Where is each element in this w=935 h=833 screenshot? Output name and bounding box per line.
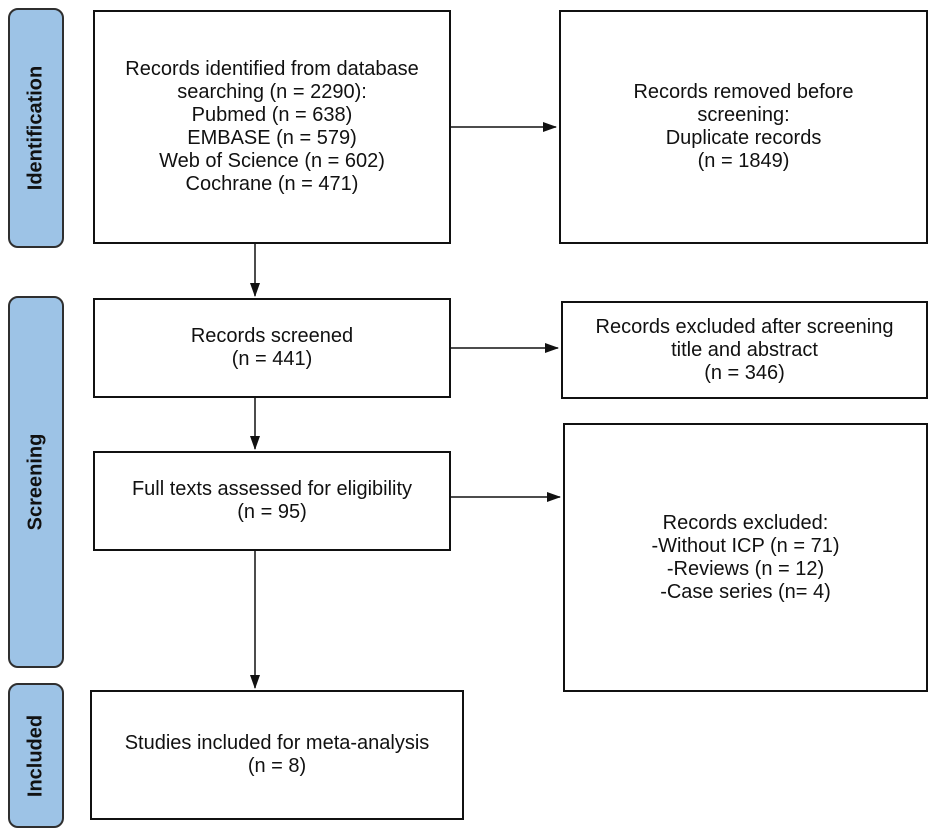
studies-included-box: Studies included for meta-analysis (n = … — [90, 690, 464, 820]
records-removed-line-4: (n = 1849) — [697, 150, 790, 172]
phase-screening: Screening — [8, 296, 64, 668]
records-excluded-screening-box: Records excluded after screening title a… — [561, 301, 928, 399]
records-excluded-screening-line-1: Records excluded after screening — [595, 315, 894, 338]
records-identified-line-6: Cochrane (n = 471) — [185, 173, 359, 195]
records-identified-line-2: searching (n = 2290): — [177, 81, 367, 103]
records-excluded-line-3: -Reviews (n = 12) — [666, 557, 825, 580]
studies-included-line-2: (n = 8) — [247, 755, 307, 777]
records-removed-line-3: Duplicate records — [665, 127, 822, 149]
records-screened-line-2: (n = 441) — [231, 348, 313, 370]
records-screened-box: Records screened (n = 441) — [93, 298, 451, 398]
records-excluded-box: Records excluded: -Without ICP (n = 71) … — [563, 423, 928, 692]
records-identified-line-4: EMBASE (n = 579) — [187, 127, 357, 149]
phase-identification: Identification — [8, 8, 64, 248]
records-identified-line-1: Records identified from database — [125, 58, 419, 80]
records-excluded-line-4: -Case series (n= 4) — [660, 580, 831, 603]
records-identified-box: Records identified from database searchi… — [93, 10, 451, 244]
studies-included-line-1: Studies included for meta-analysis — [124, 732, 430, 754]
records-removed-line-2: screening: — [697, 104, 790, 126]
records-identified-line-3: Pubmed (n = 638) — [191, 104, 353, 126]
records-excluded-line-1: Records excluded: — [662, 511, 829, 534]
full-texts-line-2: (n = 95) — [237, 501, 307, 523]
records-screened-line-1: Records screened — [190, 325, 354, 347]
phase-included: Included — [8, 683, 64, 828]
records-excluded-screening-line-3: (n = 346) — [704, 361, 785, 384]
records-removed-box: Records removed before screening: Duplic… — [559, 10, 928, 244]
records-removed-line-1: Records removed before — [633, 81, 854, 103]
full-texts-box: Full texts assessed for eligibility (n =… — [93, 451, 451, 551]
records-excluded-line-2: -Without ICP (n = 71) — [651, 534, 840, 557]
records-excluded-screening-line-2: title and abstract — [671, 338, 818, 361]
records-identified-line-5: Web of Science (n = 602) — [159, 150, 385, 172]
full-texts-line-1: Full texts assessed for eligibility — [131, 478, 413, 500]
